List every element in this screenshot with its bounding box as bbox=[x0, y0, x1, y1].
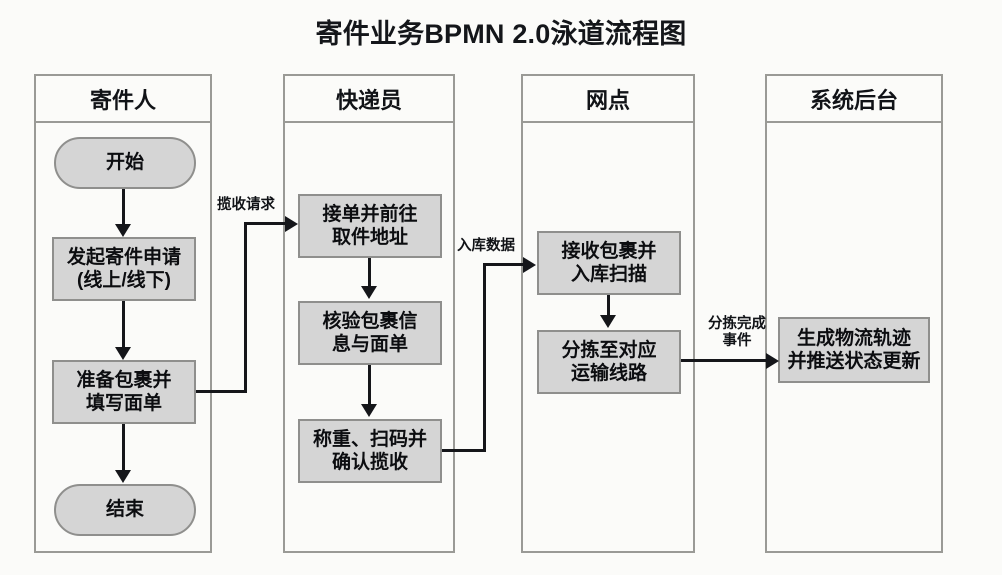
message-flow-pickup-request-segment-h1 bbox=[196, 390, 247, 393]
flow-receive-to-sort-arrowhead bbox=[600, 315, 616, 328]
flow-receive-to-sort bbox=[607, 295, 610, 317]
node-apply[interactable]: 发起寄件申请 (线上/线下) bbox=[52, 237, 196, 301]
message-flow-pickup-request-segment-h2 bbox=[244, 222, 290, 225]
flow-verify-to-weigh-arrowhead bbox=[361, 404, 377, 417]
swimlane-title-courier: 快递员 bbox=[335, 87, 402, 113]
swimlane-title-system: 系统后台 bbox=[809, 87, 898, 113]
flow-start-to-apply bbox=[122, 189, 125, 226]
swimlane-system: 系统后台 bbox=[765, 74, 943, 553]
flow-prepare-to-end-arrowhead bbox=[115, 470, 131, 483]
flow-accept-to-verify bbox=[368, 258, 371, 288]
flow-apply-to-prepare bbox=[122, 301, 125, 349]
node-weigh[interactable]: 称重、扫码并 确认揽收 bbox=[298, 419, 442, 483]
page-title: 寄件业务BPMN 2.0泳道流程图 bbox=[315, 19, 687, 49]
node-verify[interactable]: 核验包裹信 息与面单 bbox=[298, 301, 442, 365]
message-flow-inbound-data-arrowhead bbox=[523, 257, 536, 273]
swimlane-header-courier: 快递员 bbox=[285, 76, 453, 123]
message-flow-inbound-data-segment-h2 bbox=[483, 263, 528, 266]
node-sort[interactable]: 分拣至对应 运输线路 bbox=[537, 330, 681, 394]
swimlane-header-sender: 寄件人 bbox=[36, 76, 210, 123]
flow-prepare-to-end bbox=[122, 424, 125, 472]
message-flow-pickup-request-segment-v bbox=[244, 222, 247, 392]
message-flow-inbound-data-label: 入库数据 bbox=[457, 238, 515, 254]
flow-verify-to-weigh bbox=[368, 365, 371, 406]
node-accept[interactable]: 接单并前往 取件地址 bbox=[298, 194, 442, 258]
swimlane-title-sender: 寄件人 bbox=[89, 87, 156, 113]
node-end[interactable]: 结束 bbox=[54, 484, 196, 536]
message-flow-pickup-request-arrowhead bbox=[285, 216, 298, 232]
message-flow-inbound-data-segment-h1 bbox=[442, 449, 486, 452]
message-flow-sorting-done-arrowhead bbox=[766, 353, 779, 369]
message-flow-pickup-request-label: 揽收请求 bbox=[217, 197, 275, 213]
swimlane-header-branch: 网点 bbox=[523, 76, 693, 123]
message-flow-sorting-done-label: 分拣完成 事件 bbox=[708, 316, 766, 350]
flow-apply-to-prepare-arrowhead bbox=[115, 347, 131, 360]
swimlane-title-branch: 网点 bbox=[585, 87, 630, 113]
node-track[interactable]: 生成物流轨迹 并推送状态更新 bbox=[778, 317, 930, 383]
flow-start-to-apply-arrowhead bbox=[115, 224, 131, 237]
message-flow-inbound-data-segment-v bbox=[483, 263, 486, 452]
flow-accept-to-verify-arrowhead bbox=[361, 286, 377, 299]
node-receive[interactable]: 接收包裹并 入库扫描 bbox=[537, 231, 681, 295]
message-flow-sorting-done-segment-h bbox=[681, 359, 770, 362]
node-start[interactable]: 开始 bbox=[54, 137, 196, 189]
swimlane-header-system: 系统后台 bbox=[767, 76, 941, 123]
node-prepare[interactable]: 准备包裹并 填写面单 bbox=[52, 360, 196, 424]
